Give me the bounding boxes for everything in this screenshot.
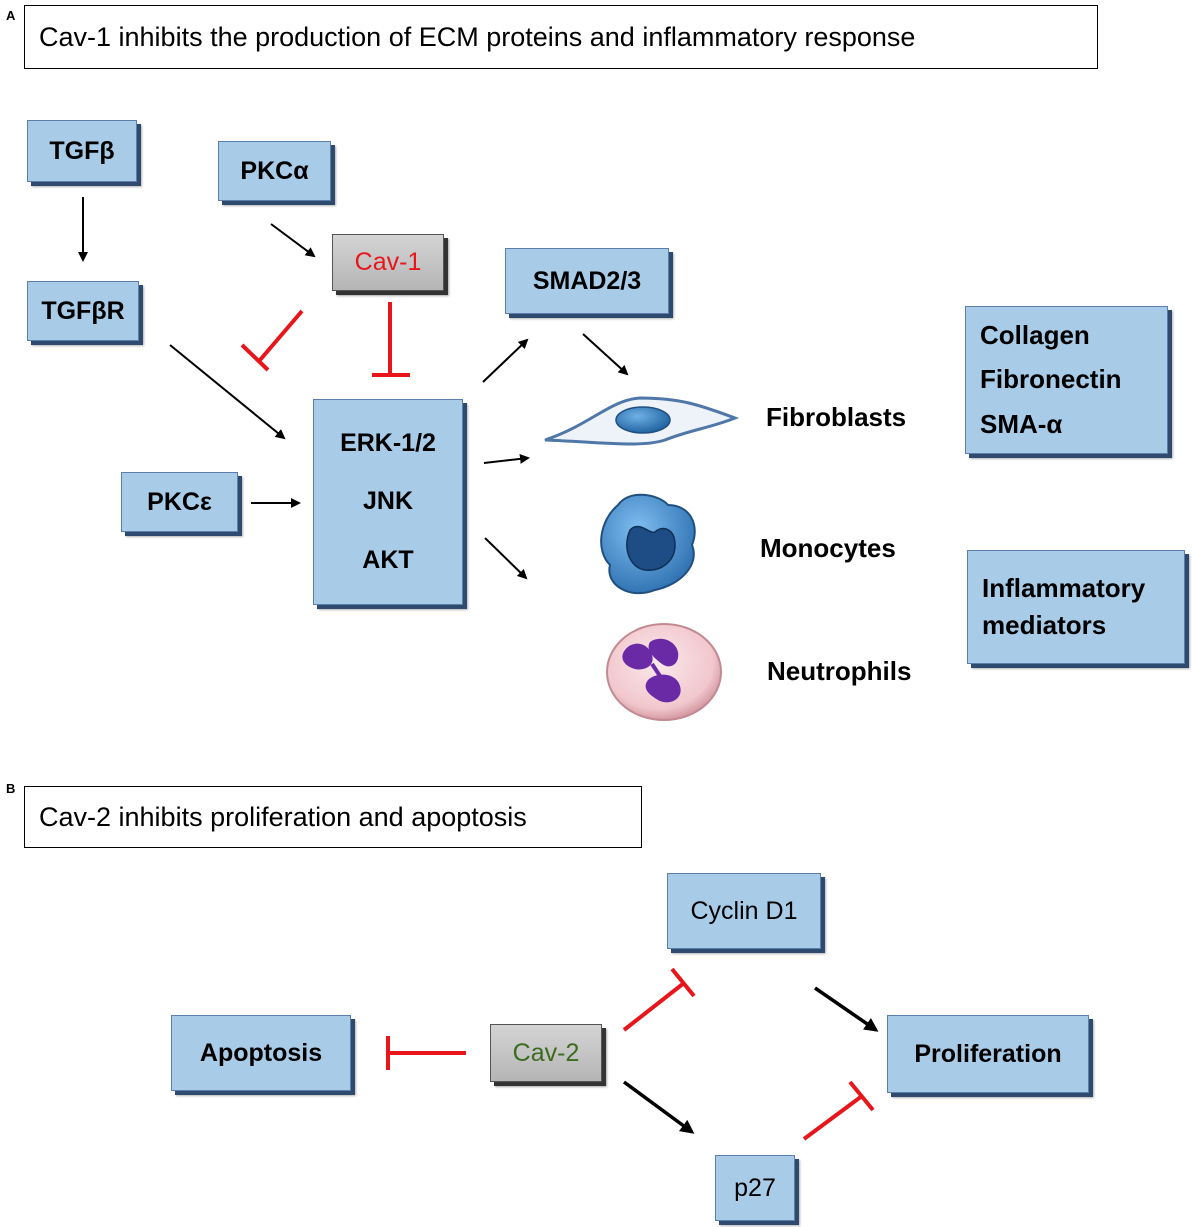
jnk-label: JNK	[362, 487, 413, 516]
inhibit-cav1-to-erk-diagonal	[240, 309, 304, 372]
neutrophil-cell-icon	[606, 623, 722, 721]
cav1-box: Cav-1	[332, 234, 444, 291]
inhibit-p27-to-proliferation	[802, 1080, 875, 1141]
monocytes-label: Monocytes	[760, 533, 896, 563]
akt-label: AKT	[362, 546, 414, 575]
proliferation-box: Proliferation	[887, 1015, 1089, 1093]
panel-b-letter: B	[6, 781, 16, 796]
neutrophils-label: Neutrophils	[767, 656, 912, 686]
arrow-pkca-to-cav1	[270, 223, 316, 258]
cav2-box: Cav-2	[490, 1024, 602, 1082]
erk-jnk-akt-box: ERK-1/2 JNK AKT	[313, 399, 463, 605]
p27-box: p27	[715, 1155, 795, 1221]
mediators-label: mediators	[982, 610, 1107, 640]
erk-label: ERK-1/2	[340, 428, 436, 457]
smad-box: SMAD2/3	[505, 248, 669, 314]
monocyte-cell-icon	[600, 493, 696, 595]
fibroblasts-label: Fibroblasts	[766, 402, 907, 432]
pkce-box: PKCε	[121, 472, 238, 532]
arrow-cav2-to-p27	[622, 1080, 695, 1134]
sma-label: SMA-α	[980, 409, 1063, 440]
fibronectin-label: Fibronectin	[980, 364, 1122, 395]
apoptosis-box: Apoptosis	[171, 1015, 351, 1091]
arrow-smad-to-fibroblast	[582, 333, 629, 376]
panel-b-title: Cav-2 inhibits proliferation and apoptos…	[24, 786, 642, 848]
inhibit-cav1-to-erk-vertical	[372, 302, 410, 377]
panel-a-letter: A	[6, 8, 16, 23]
tgfbr-box: TGFβR	[27, 281, 139, 341]
cyclin-d1-box: Cyclin D1	[667, 873, 821, 949]
collagen-label: Collagen	[980, 319, 1090, 350]
arrow-erk-to-fibroblast	[483, 453, 530, 464]
fibroblast-cell-icon	[544, 396, 740, 446]
inflammatory-label: Inflammatory	[982, 573, 1146, 603]
ecm-proteins-box: Collagen Fibronectin SMA-α	[965, 306, 1168, 454]
tgfb-box: TGFβ	[27, 120, 137, 182]
inflammatory-mediators-box: Inflammatory mediators	[967, 550, 1185, 664]
arrow-tgfbr-to-erk	[169, 344, 286, 440]
inhibit-cav2-to-apoptosis	[386, 1036, 466, 1070]
arrow-erk-to-monocyte	[484, 537, 528, 580]
inhibit-cav2-to-cyclin	[622, 967, 696, 1032]
panel-a-title: Cav-1 inhibits the production of ECM pro…	[24, 5, 1098, 69]
arrow-erk-to-smad	[482, 338, 529, 383]
arrow-cyclin-to-proliferation	[814, 986, 879, 1032]
pkca-box: PKCα	[218, 141, 331, 201]
